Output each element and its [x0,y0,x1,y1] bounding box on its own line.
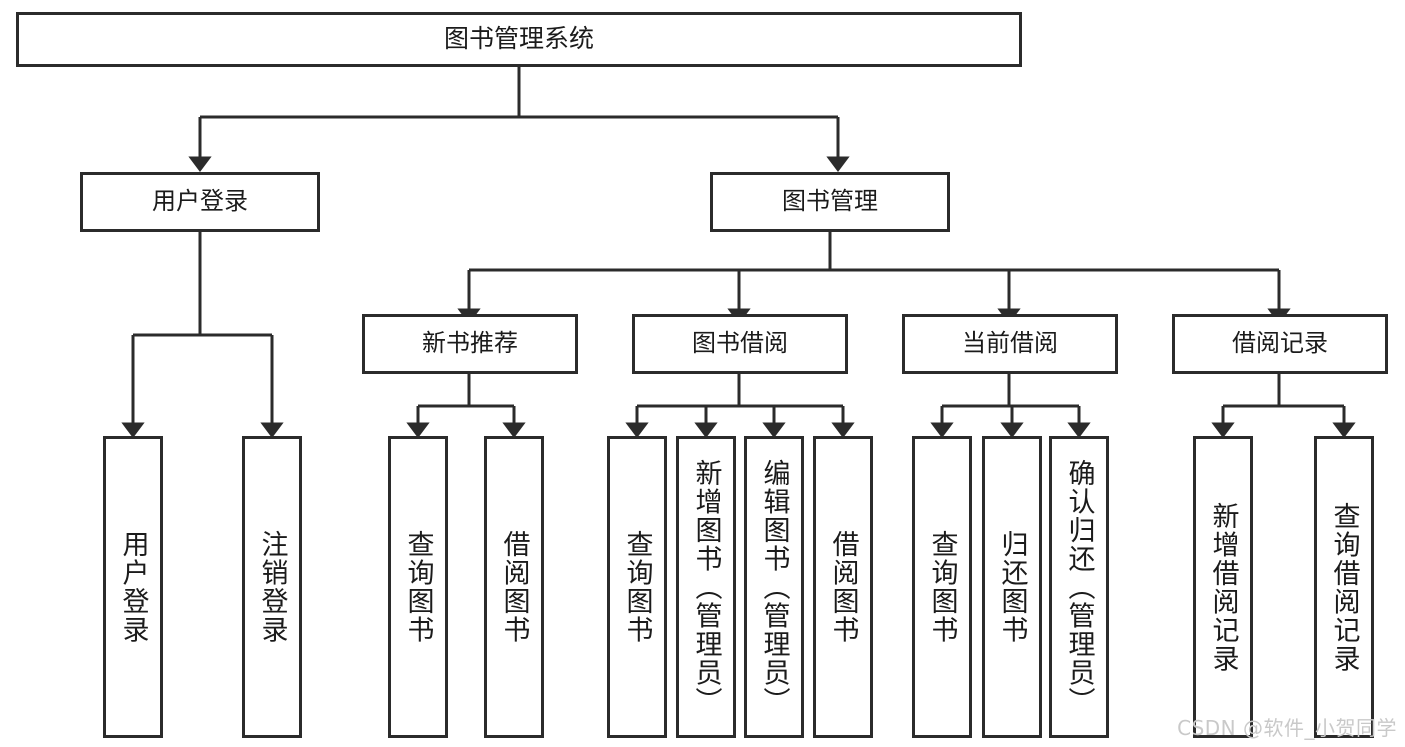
leaf-nb-borrow-book[interactable]: 借阅图书 [484,436,544,738]
leaf-nb-query-book[interactable]: 查询图书 [388,436,448,738]
leaf-cb-return-book[interactable]: 归还图书 [982,436,1042,738]
node-book-management[interactable]: 图书管理 [710,172,950,232]
node-book-borrow[interactable]: 图书借阅 [632,314,848,374]
node-label: 查询图书 [402,530,434,644]
node-root-book-management-system[interactable]: 图书管理系统 [16,12,1022,67]
node-label: 借阅图书 [498,530,530,644]
node-borrow-record[interactable]: 借阅记录 [1172,314,1388,374]
node-label: 借阅图书 [827,530,859,644]
node-label: 图书借阅 [692,329,788,358]
node-label: 用户登录 [152,187,248,216]
leaf-bb-query-book[interactable]: 查询图书 [607,436,667,738]
node-label: 新书推荐 [422,329,518,358]
watermark-text: CSDN @软件_小贺同学 [1177,716,1397,740]
node-label: 借阅记录 [1232,329,1328,358]
leaf-cb-query-book[interactable]: 查询图书 [912,436,972,738]
leaf-bb-add-book-admin[interactable]: 新增图书（管理员） [676,436,736,738]
node-label: 查询图书 [621,530,653,644]
node-label: 图书管理系统 [443,24,594,54]
node-label: 编辑图书（管理员） [758,458,790,716]
leaf-user-login[interactable]: 用户登录 [103,436,163,738]
leaf-cb-confirm-return-admin[interactable]: 确认归还（管理员） [1049,436,1109,738]
node-label: 查询图书 [926,530,958,644]
node-label: 确认归还（管理员） [1063,458,1095,716]
node-user-login[interactable]: 用户登录 [80,172,320,232]
node-label: 归还图书 [996,530,1028,644]
node-label: 新增图书（管理员） [690,458,722,716]
leaf-br-query-record[interactable]: 查询借阅记录 [1314,436,1374,738]
node-new-book-recommend[interactable]: 新书推荐 [362,314,578,374]
node-label: 用户登录 [117,530,149,644]
node-label: 查询借阅记录 [1328,501,1360,673]
node-label: 注销登录 [256,530,288,644]
leaf-br-add-record[interactable]: 新增借阅记录 [1193,436,1253,738]
node-current-borrow[interactable]: 当前借阅 [902,314,1118,374]
node-label: 图书管理 [782,187,878,216]
leaf-logout[interactable]: 注销登录 [242,436,302,738]
node-label: 当前借阅 [962,329,1058,358]
leaf-bb-edit-book-admin[interactable]: 编辑图书（管理员） [744,436,804,738]
leaf-bb-borrow-book[interactable]: 借阅图书 [813,436,873,738]
node-label: 新增借阅记录 [1207,501,1239,673]
